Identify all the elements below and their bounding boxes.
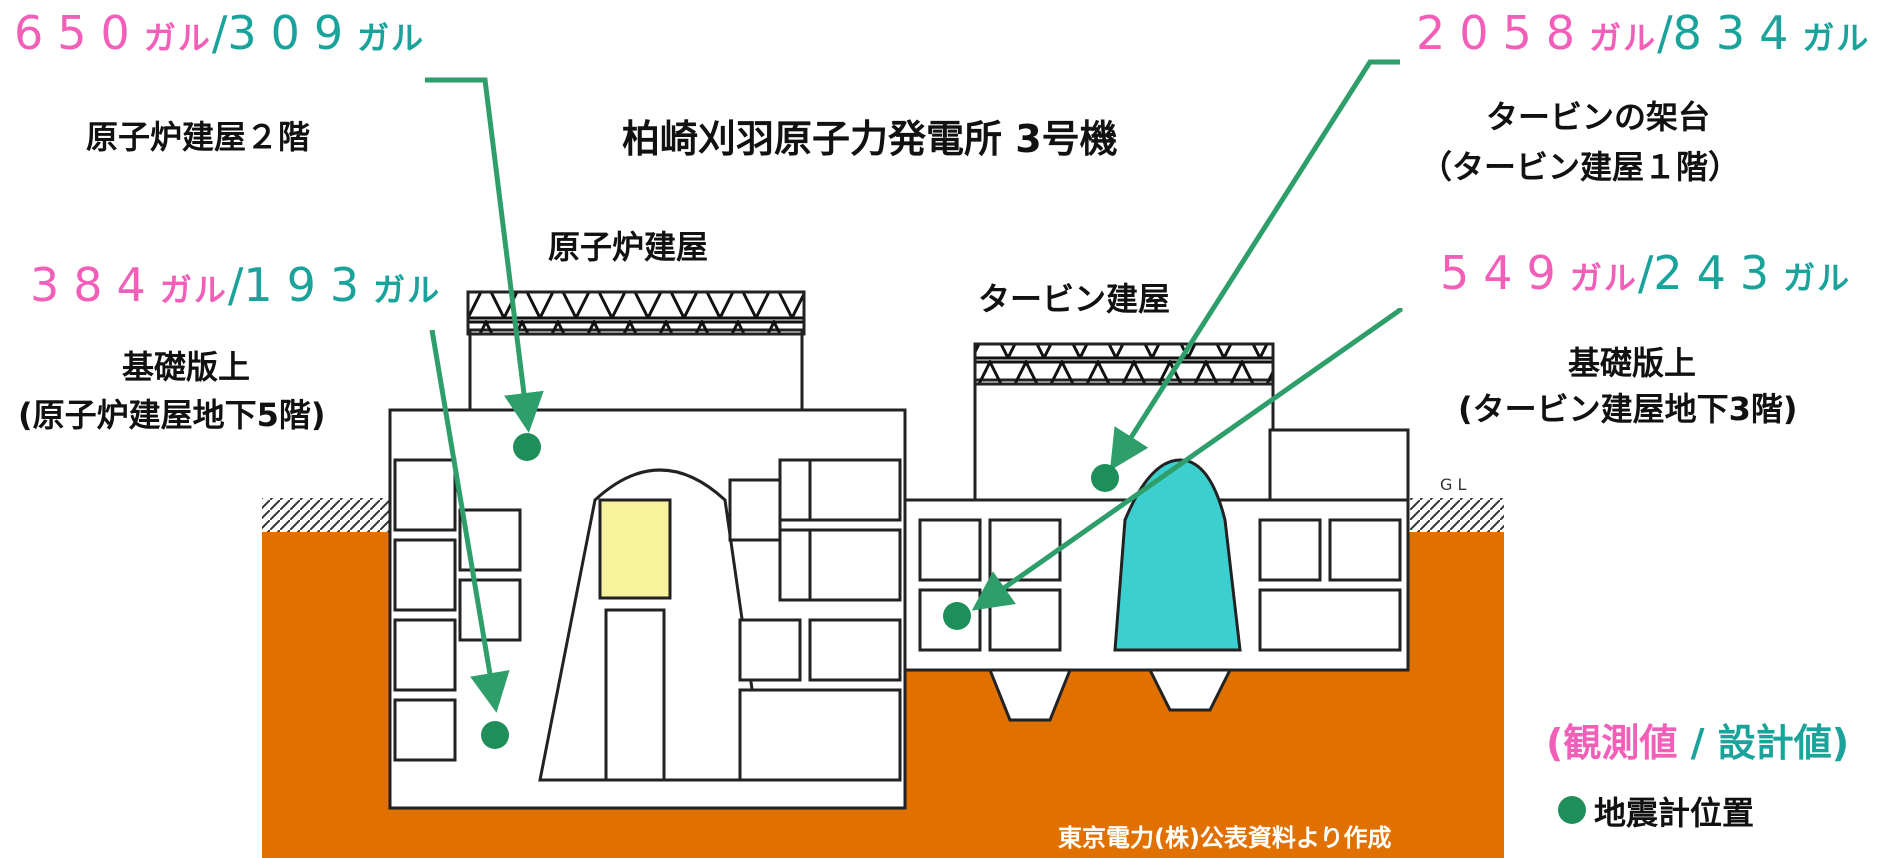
location-label: 基礎版上 — [1568, 344, 1697, 382]
unit-label: ガル — [1802, 19, 1871, 57]
arrow-turbine-stand — [1109, 59, 1400, 471]
ground-hatch-left — [262, 498, 392, 532]
location-label: タービンの架台 — [1486, 98, 1711, 136]
arrow-turbine-base — [971, 307, 1403, 611]
source-note: 東京電力(株)公表資料より作成 — [1058, 824, 1392, 852]
diagram-title: 柏崎刈羽原子力発電所 3号機 — [622, 117, 1118, 161]
location-label: 原子炉建屋２階 — [86, 118, 311, 156]
location-sublabel: (タービン建屋地下3階) — [1458, 390, 1798, 428]
reading-reactor-2f: 650ガル/309ガル — [14, 6, 425, 60]
unit-label: ガル — [143, 19, 212, 57]
design-value: 193 — [243, 258, 374, 312]
legend-close-paren: ) — [1831, 721, 1850, 765]
legend-observed-label: 観測値 — [1563, 721, 1678, 765]
pointer-arrows — [425, 59, 1403, 713]
reactor-building — [388, 290, 907, 810]
slash: / — [211, 6, 228, 60]
seismometer-marker — [481, 721, 509, 749]
location-sublabel: （タービン建屋１階） — [1420, 148, 1741, 186]
location-sublabel: (原子炉建屋地下5階) — [18, 396, 326, 434]
unit-label: ガル — [1589, 19, 1658, 57]
design-value: 309 — [227, 6, 358, 60]
seismometer-marker — [1091, 464, 1119, 492]
gl-label: G L — [1440, 475, 1466, 494]
seismometer-markers — [481, 433, 1586, 824]
legend-open-paren: ( — [1546, 721, 1564, 765]
unit-label: ガル — [159, 271, 228, 309]
observed-value: 650 — [14, 6, 144, 60]
design-value: 243 — [1653, 246, 1784, 300]
slash: / — [227, 258, 244, 312]
design-value: 834 — [1672, 6, 1803, 60]
slash: / — [1657, 6, 1673, 60]
legend-marker-icon — [1558, 796, 1586, 824]
observed-value: 2058 — [1416, 6, 1590, 60]
turbine-building-label: タービン建屋 — [978, 280, 1171, 318]
reading-reactor-base: 384ガル/193ガル — [30, 258, 441, 312]
observed-value: 384 — [30, 258, 160, 312]
legend-design-label: 設計値 — [1717, 721, 1832, 765]
legend-values: (観測値 / 設計値) — [1546, 712, 1849, 767]
reading-turbine-base: 549ガル/243ガル — [1440, 246, 1851, 300]
slash: / — [1637, 246, 1654, 300]
legend-marker-label: 地震計位置 — [1594, 794, 1755, 832]
reactor-building-label: 原子炉建屋 — [548, 228, 709, 266]
unit-label: ガル — [373, 271, 442, 309]
observed-value: 549 — [1440, 246, 1570, 300]
reading-turbine-stand: 2058ガル/834ガル — [1416, 6, 1870, 60]
legend-separator: / — [1677, 721, 1718, 765]
seismometer-marker — [943, 602, 971, 630]
arrow-reactor-base — [429, 329, 510, 713]
unit-label: ガル — [357, 19, 426, 57]
ground-hatch-right — [1410, 498, 1504, 532]
location-label: 基礎版上 — [122, 348, 251, 386]
arrow-reactor-2f — [425, 77, 544, 433]
unit-label: ガル — [1569, 259, 1638, 297]
seismometer-marker — [513, 433, 541, 461]
unit-label: ガル — [1783, 259, 1852, 297]
